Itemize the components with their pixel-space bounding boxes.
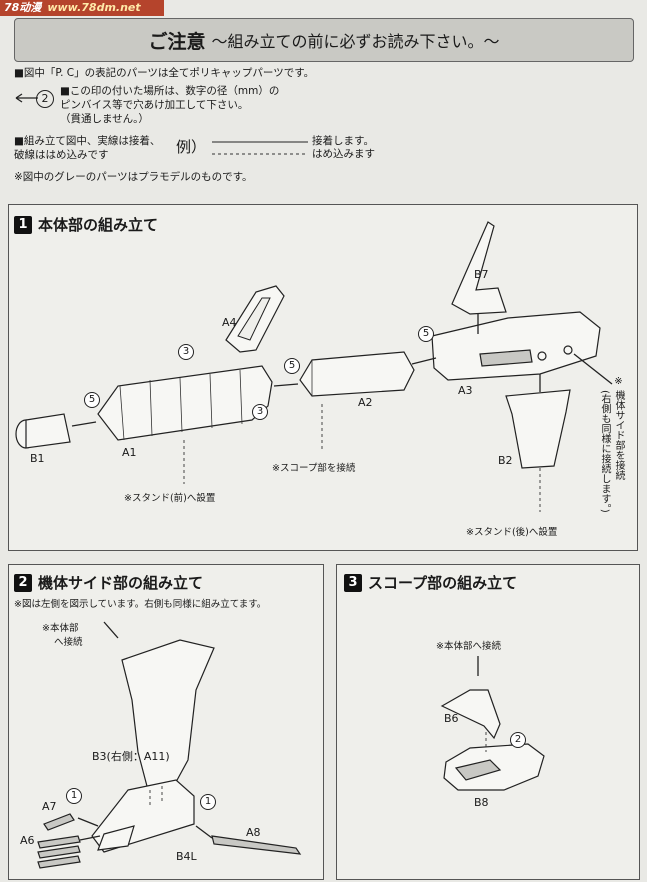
marker-5-b: 5 <box>284 358 300 374</box>
line-legend <box>212 141 308 155</box>
part-a8-shape <box>211 835 302 855</box>
label-b4l: B4L <box>176 850 197 863</box>
step2-connect-a: ※本体部 <box>42 623 79 634</box>
side-note-sub: (右側も同様に接続します。) <box>599 390 610 513</box>
watermark-brand: 78动漫 <box>4 1 42 14</box>
glue-text: 接着します。 <box>312 135 374 147</box>
step2-connect-b: へ接続 <box>54 637 83 648</box>
label-a1: A1 <box>122 446 137 459</box>
marker-1-b: 1 <box>200 794 216 810</box>
label-a4: A4 <box>222 316 237 329</box>
assembly-note: ■組み立て図中、実線は接着、 破線ははめ込みです <box>14 134 160 162</box>
step3-heading: 3 スコープ部の組み立て <box>344 572 517 593</box>
watermark: 78动漫 www.78dm.net <box>0 0 164 16</box>
marker-5-c: 5 <box>418 326 434 342</box>
grey-note: ※図中のグレーのパーツはプラモデルのものです。 <box>14 171 253 183</box>
drill-icon <box>15 93 38 103</box>
part-b6-shape <box>440 689 501 740</box>
stand-front-note: ※スタンド(前)へ設置 <box>124 493 216 504</box>
step1-heading: 1 本体部の組み立て <box>14 214 158 235</box>
step3-number: 3 <box>344 573 362 592</box>
part-a3-shape <box>431 311 601 381</box>
label-b6: B6 <box>444 712 459 725</box>
fit-text: はめ込みます <box>312 148 375 160</box>
part-a3-slot <box>479 349 533 367</box>
part-a7-shape <box>43 813 75 831</box>
marker-2: 2 <box>510 732 526 748</box>
step2-number: 2 <box>14 573 32 592</box>
assembly-line-1: ■組み立て図中、実線は接着、 <box>14 135 161 147</box>
label-b8: B8 <box>474 796 489 809</box>
drill-line-1: ■この印の付いた場所は、数字の径（mm）の <box>60 85 280 97</box>
watermark-url: www.78dm.net <box>47 1 141 14</box>
drill-badge: 2 <box>36 90 54 108</box>
part-a1-shape <box>97 365 273 441</box>
label-a2: A2 <box>358 396 373 409</box>
label-a3: A3 <box>458 384 473 397</box>
caution-header: ご注意 〜組み立ての前に必ずお読み下さい。〜 <box>14 18 634 62</box>
step2-note: ※図は左側を図示しています。右側も同様に組み立てます。 <box>14 599 267 610</box>
header-title: ご注意 <box>148 30 206 53</box>
step1-title: 本体部の組み立て <box>38 216 159 234</box>
assembly-line-2: 破線ははめ込みです <box>14 149 109 161</box>
drill-line-3: （貫通しません。） <box>60 113 149 125</box>
part-b3-shape <box>121 639 215 791</box>
label-a8: A8 <box>246 826 261 839</box>
label-b7: B7 <box>474 268 489 281</box>
step2-heading: 2 機体サイド部の組み立て <box>14 572 203 593</box>
marker-3-a: 3 <box>178 344 194 360</box>
label-b3: B3(右側：A11) <box>92 750 170 763</box>
drill-line-2: ピンバイス等で穴あけ加工して下さい。 <box>60 99 249 111</box>
step1-number: 1 <box>14 215 32 234</box>
scope-note: ※スコープ部を接続 <box>272 463 356 474</box>
label-a7: A7 <box>42 800 57 813</box>
part-b7-shape <box>451 221 507 315</box>
step3-title: スコープ部の組み立て <box>368 574 518 592</box>
drill-note: ■この印の付いた場所は、数字の径（mm）の ピンバイス等で穴あけ加工して下さい。… <box>60 84 279 126</box>
stand-rear-note: ※スタンド(後)へ設置 <box>466 527 558 538</box>
marker-5-a: 5 <box>84 392 100 408</box>
marker-3-b: 3 <box>252 404 268 420</box>
marker-1-a: 1 <box>66 788 82 804</box>
part-a6-shape <box>37 835 81 869</box>
example-label: 例） <box>176 138 207 156</box>
step3-connect: ※本体部へ接続 <box>436 641 501 652</box>
part-b2-shape <box>505 389 571 469</box>
side-note-main: 機体サイド部を接続 <box>613 390 624 480</box>
pc-note: ■図中「P. C」の表記のパーツは全てポリキャップパーツです。 <box>14 67 315 79</box>
side-note-mark: ※ <box>613 376 624 387</box>
step2-title: 機体サイド部の組み立て <box>38 574 204 592</box>
header-subtitle: 〜組み立ての前に必ずお読み下さい。〜 <box>211 32 500 51</box>
label-a6: A6 <box>20 834 35 847</box>
label-b1: B1 <box>30 452 45 465</box>
label-b2: B2 <box>498 454 513 467</box>
